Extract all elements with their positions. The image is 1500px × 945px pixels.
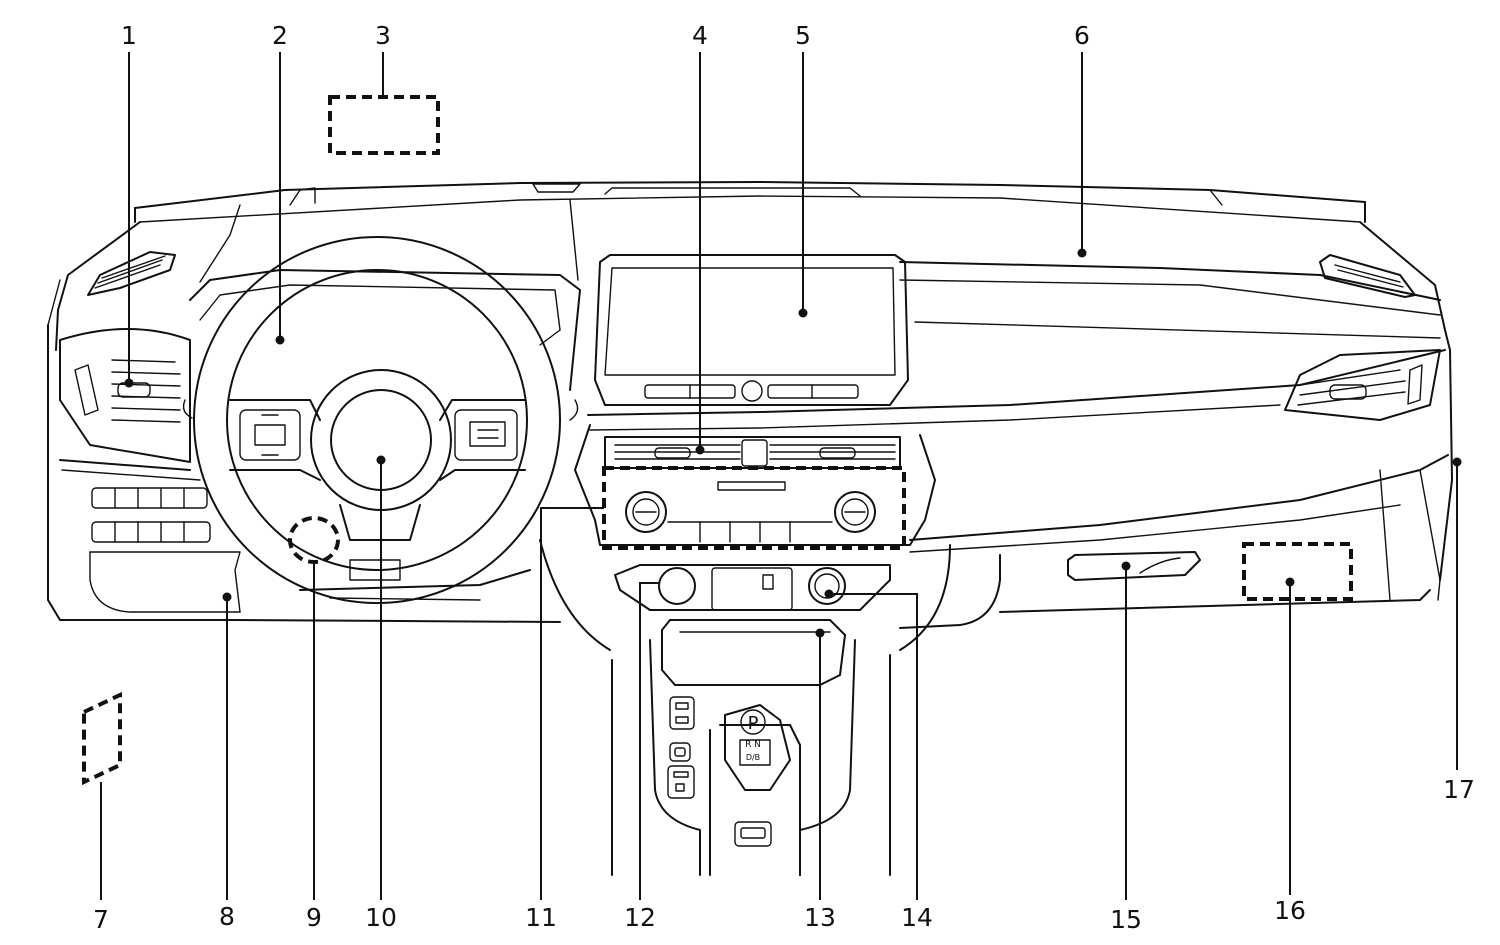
dashed-region-3 [328, 95, 440, 155]
callout-9: 9 [306, 903, 322, 932]
dashboard-outline [47, 181, 1453, 629]
callout-17: 17 [1443, 775, 1475, 804]
callout-3: 3 [375, 21, 391, 50]
callout-14: 14 [901, 903, 933, 932]
callout-dots [124, 248, 1462, 638]
right-side-vents [1284, 254, 1441, 421]
instrument-cluster [189, 269, 581, 391]
callout-8: 8 [219, 902, 235, 931]
callout-11: 11 [525, 903, 557, 932]
gear-reverse-neutral-label: R N [745, 740, 761, 750]
gear-selector-labels: P R N D/B [745, 713, 761, 762]
dashed-region-11 [602, 466, 906, 550]
left-side-vents [59, 251, 191, 463]
callout-10: 10 [365, 903, 397, 932]
leader-lines [100, 52, 1458, 900]
gear-drive-label: D/B [746, 753, 760, 762]
dashed-region-7 [82, 691, 122, 786]
left-switch-panels [91, 487, 211, 543]
callout-7: 7 [93, 905, 109, 934]
callout-12: 12 [624, 903, 656, 932]
callout-16: 16 [1274, 896, 1306, 925]
callout-numbers: 1 2 3 4 5 6 7 8 9 10 11 12 13 14 15 16 1… [93, 21, 1475, 934]
gear-park-label: P [748, 713, 759, 734]
infotainment-display [594, 254, 909, 406]
climate-control-panel [574, 424, 936, 546]
dashed-region-16 [1242, 542, 1353, 601]
center-console [539, 539, 951, 876]
callout-4: 4 [692, 21, 708, 50]
callout-15: 15 [1110, 905, 1142, 934]
callout-13: 13 [804, 903, 836, 932]
callout-1: 1 [121, 21, 137, 50]
glovebox-handle [1067, 551, 1201, 581]
callout-2: 2 [272, 21, 288, 50]
center-vents [604, 436, 901, 469]
callout-6: 6 [1074, 21, 1090, 50]
callout-5: 5 [795, 21, 811, 50]
